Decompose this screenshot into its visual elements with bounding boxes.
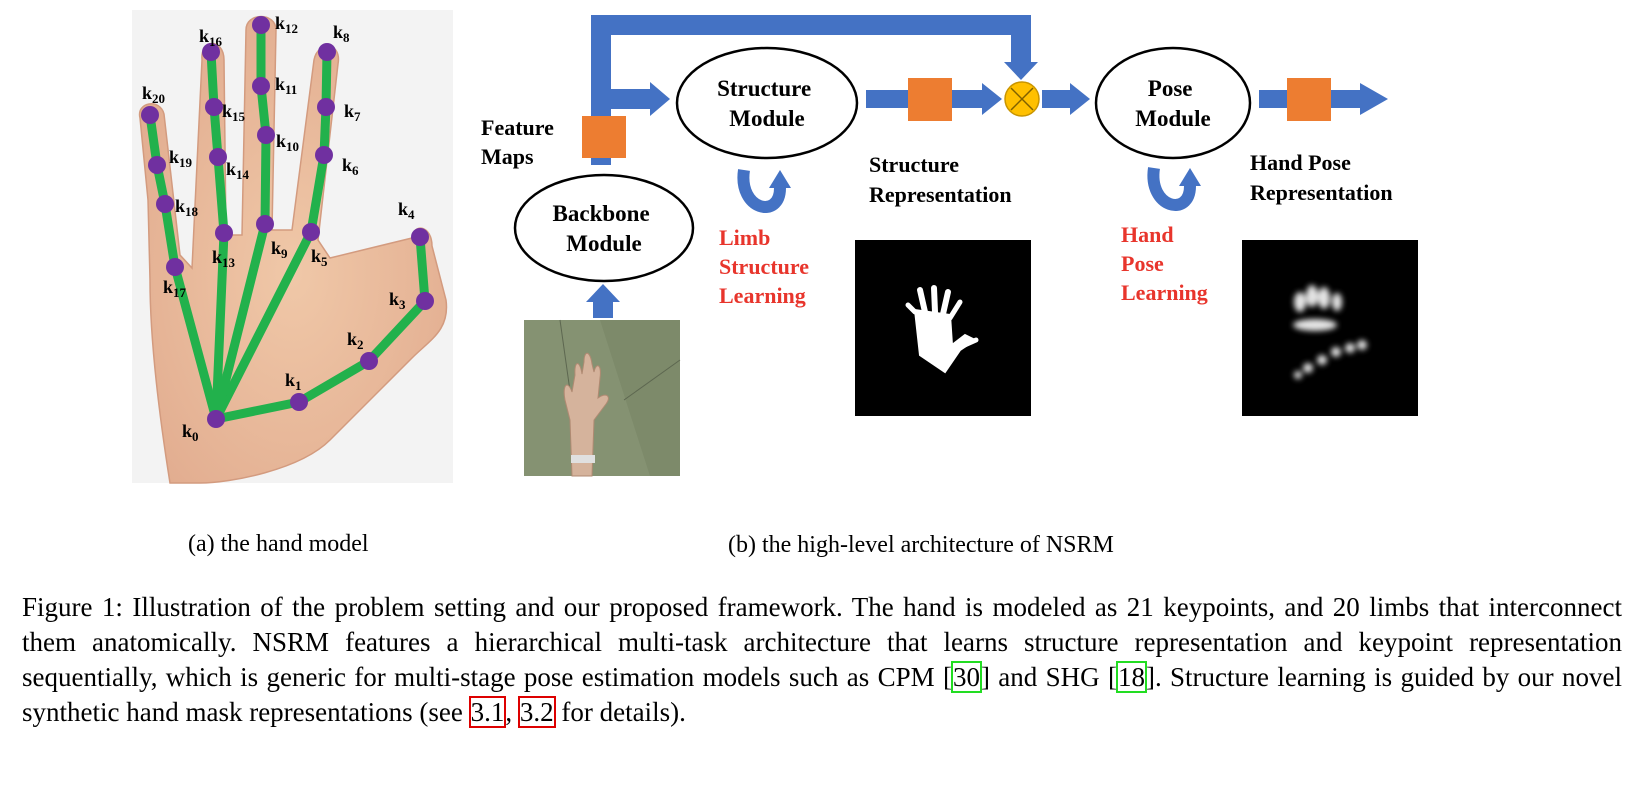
limb-k0-k13	[211, 228, 229, 424]
structure-representation-label: Structure Representation	[869, 152, 1012, 207]
limb-k13-k14	[213, 152, 229, 238]
hand-pose-representation-square	[1287, 78, 1331, 121]
caption-text-4: for details).	[554, 697, 686, 727]
limb-k7-k8	[321, 47, 332, 112]
subcaption-a: (a) the hand model	[188, 531, 369, 557]
limb-k5-k6	[306, 150, 329, 237]
limb-k0-k17	[170, 262, 221, 424]
structure-module-label: Structure Module	[717, 76, 817, 131]
keypoint-label-k8: k8	[333, 22, 350, 45]
feature-maps-square	[582, 116, 626, 158]
keypoint-k0	[207, 410, 225, 428]
keypoint-label-k12: k12	[275, 13, 298, 36]
keypoint-label-k3: k3	[389, 289, 406, 312]
keypoint-label-k14: k14	[226, 159, 250, 182]
keypoint-label-k16: k16	[199, 26, 223, 49]
hand-pose-representation-heatmap	[1242, 240, 1418, 416]
arrow-structure-out	[866, 83, 1090, 115]
keypoint-label-k6: k6	[342, 155, 359, 178]
hand-pose-learning-loop	[1147, 167, 1201, 211]
caption-sep: ,	[505, 697, 519, 727]
keypoint-label-k15: k15	[222, 101, 246, 124]
arrow-input-to-backbone	[586, 284, 620, 318]
figure-caption: Figure 1: Illustration of the problem se…	[22, 590, 1622, 730]
architecture-panel: Feature Maps Structure Module Pose M	[481, 15, 1418, 477]
keypoint-label-k2: k2	[347, 329, 364, 352]
hand-keypoints	[141, 16, 434, 428]
caption-text-2: ] and SHG [	[980, 662, 1117, 692]
multiply-node	[1004, 81, 1040, 117]
keypoint-label-k13: k13	[212, 247, 236, 270]
limb-k0-k5	[211, 227, 316, 424]
structure-representation-mask	[855, 240, 1031, 416]
feature-maps-label: Feature Maps	[481, 115, 559, 169]
limb-k3-k4	[415, 232, 430, 306]
limb-k0-k1	[211, 397, 304, 424]
keypoint-label-k10: k10	[276, 131, 299, 154]
keypoint-k14	[209, 148, 227, 166]
keypoint-k1	[290, 393, 308, 411]
keypoint-k4	[411, 228, 429, 246]
keypoint-k18	[156, 195, 174, 213]
keypoint-k8	[318, 43, 336, 61]
arrow-pose-out	[1259, 83, 1388, 115]
subcaption-b: (b) the high-level architecture of NSRM	[728, 532, 1114, 558]
limb-structure-learning-label: Limb Structure Learning	[719, 225, 815, 308]
keypoint-label-k0: k0	[182, 421, 199, 444]
limb-k9-k10	[260, 130, 271, 229]
keypoint-label-k4: k4	[398, 199, 415, 222]
hand-keypoint-labels: k0 k1 k2 k3 k4 k5 k6 k7 k8 k9 k10 k11 k12 k13 k14 k15 k1…	[142, 13, 415, 444]
caption-text-3: ]. Structure learning is guided by our n…	[22, 662, 1622, 727]
keypoint-label-k5: k5	[311, 246, 328, 269]
backbone-module-label: Backbone Module	[553, 201, 656, 256]
limb-structure-learning-loop	[737, 169, 791, 213]
keypoint-k12	[252, 16, 270, 34]
keypoint-label-k9: k9	[271, 238, 288, 261]
limb-k15-k16	[206, 47, 219, 112]
keypoint-k11	[252, 77, 270, 95]
keypoint-k15	[205, 98, 223, 116]
limb-k2-k3	[364, 296, 430, 366]
arrow-to-structure	[611, 82, 670, 116]
pose-module	[1094, 46, 1252, 160]
section-link-3-2[interactable]: 3.2	[517, 696, 556, 728]
keypoint-label-k19: k19	[169, 147, 193, 170]
keypoint-label-k7: k7	[344, 101, 361, 124]
keypoint-k16	[202, 43, 220, 61]
backbone-module	[513, 173, 695, 283]
keypoint-k6	[315, 146, 333, 164]
citation-link-30[interactable]: 30	[950, 661, 982, 693]
citation-link-18[interactable]: 18	[1115, 661, 1147, 693]
limb-k17-k18	[160, 199, 180, 272]
structure-representation-square	[908, 78, 952, 121]
input-image	[524, 319, 681, 477]
structure-module	[675, 46, 859, 160]
limb-k0-k9	[211, 219, 270, 424]
keypoint-k17	[166, 258, 184, 276]
hand-model-panel: k0 k1 k2 k3 k4 k5 k6 k7 k8 k9 k10 k11 k12 k13 k14 k15 k1…	[132, 10, 453, 484]
caption-text-1: Figure 1: Illustration of the problem se…	[22, 592, 1622, 692]
keypoint-label-k11: k11	[275, 74, 297, 97]
pose-module-label: Pose Module	[1135, 76, 1210, 131]
figure-1: k0 k1 k2 k3 k4 k5 k6 k7 k8 k9 k10 k11 k12 k13 k14 k15 k1…	[132, 10, 1418, 484]
keypoint-label-k1: k1	[285, 370, 302, 393]
keypoint-k9	[256, 215, 274, 233]
keypoint-k2	[360, 352, 378, 370]
hand-pose-representation-label: Hand Pose Representation	[1250, 150, 1393, 205]
keypoint-label-k17: k17	[163, 277, 187, 300]
keypoint-label-k18: k18	[175, 196, 199, 219]
section-link-3-1[interactable]: 3.1	[468, 696, 507, 728]
keypoint-k3	[416, 292, 434, 310]
keypoint-k10	[257, 126, 275, 144]
hand-pose-learning-label: Hand Pose Learning	[1121, 222, 1208, 305]
limb-k1-k2	[294, 356, 374, 407]
keypoint-k19	[148, 156, 166, 174]
keypoint-k13	[215, 224, 233, 242]
keypoint-k20	[141, 106, 159, 124]
keypoint-k5	[302, 223, 320, 241]
keypoint-label-k20: k20	[142, 83, 165, 106]
keypoint-k7	[317, 98, 335, 116]
